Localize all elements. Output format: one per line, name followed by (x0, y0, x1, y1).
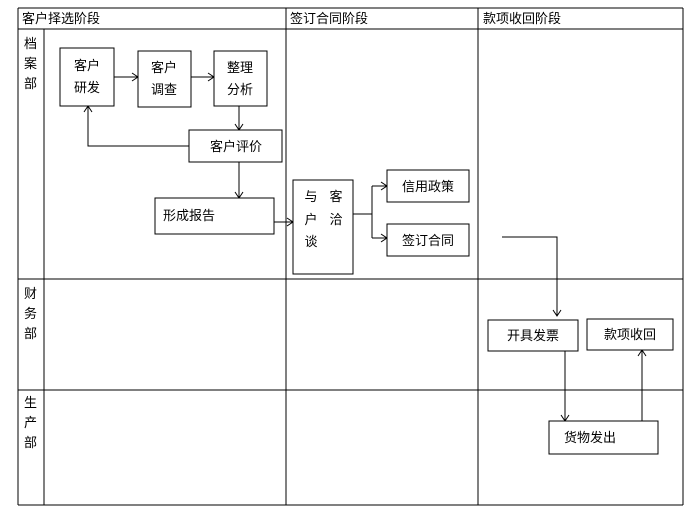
svg-text:整理: 整理 (227, 61, 253, 76)
phase-header-contract-signing: 签订合同阶段 (290, 11, 368, 27)
svg-text:产: 产 (24, 416, 37, 431)
phase-header-customer-selection: 客户择选阶段 (22, 11, 100, 27)
node-organize-analyze: 整理 分析 (213, 50, 268, 107)
department-label-finance: 财 务 部 (24, 287, 37, 342)
node-goods-shipment: 货物发出 (548, 420, 659, 455)
node-issue-invoice: 开具发票 (487, 319, 579, 352)
node-form-report: 形成报告 (154, 197, 275, 235)
svg-text:开具发票: 开具发票 (507, 328, 559, 344)
svg-text:调查: 调查 (151, 83, 177, 98)
svg-text:案: 案 (24, 57, 37, 72)
node-credit-policy: 信用政策 (386, 169, 470, 203)
svg-text:部: 部 (24, 77, 37, 92)
node-customer-negotiation: 与 客 户 洽 谈 (292, 179, 354, 275)
svg-text:研发: 研发 (74, 80, 100, 96)
svg-text:分析: 分析 (227, 83, 253, 98)
phase-header-payment-collection: 款项收回阶段 (483, 12, 561, 27)
svg-text:生: 生 (24, 396, 37, 411)
department-label-archives: 档 案 部 (24, 37, 37, 92)
svg-text:档: 档 (24, 37, 37, 52)
svg-text:务: 务 (24, 306, 37, 322)
svg-text:款项收回: 款项收回 (604, 328, 656, 343)
node-sign-contract: 签订合同 (386, 223, 470, 257)
svg-text:财: 财 (24, 287, 37, 302)
svg-text:客户: 客户 (74, 58, 100, 74)
node-customer-evaluation: 客户评价 (188, 129, 283, 163)
flow-connectors (83, 72, 647, 422)
svg-text:与: 与 (304, 190, 317, 205)
svg-text:户: 户 (304, 212, 317, 228)
svg-text:签订合同: 签订合同 (402, 233, 454, 249)
node-customer-research: 客户 研发 (59, 47, 115, 107)
svg-text:客户评价: 客户评价 (210, 139, 262, 155)
svg-text:形成报告: 形成报告 (163, 209, 215, 224)
svg-text:货物发出: 货物发出 (564, 430, 616, 446)
department-label-production: 生 产 部 (24, 396, 37, 451)
svg-text:洽: 洽 (329, 213, 342, 228)
svg-text:客户: 客户 (151, 60, 177, 76)
swimlane-grid (17, 7, 684, 506)
svg-text:部: 部 (24, 436, 37, 451)
svg-text:部: 部 (24, 327, 37, 342)
node-customer-survey: 客户 调查 (137, 50, 192, 108)
svg-text:谈: 谈 (304, 235, 317, 250)
svg-text:信用政策: 信用政策 (402, 179, 454, 195)
svg-text:客: 客 (329, 189, 342, 205)
node-payment-collection: 款项收回 (586, 318, 674, 351)
